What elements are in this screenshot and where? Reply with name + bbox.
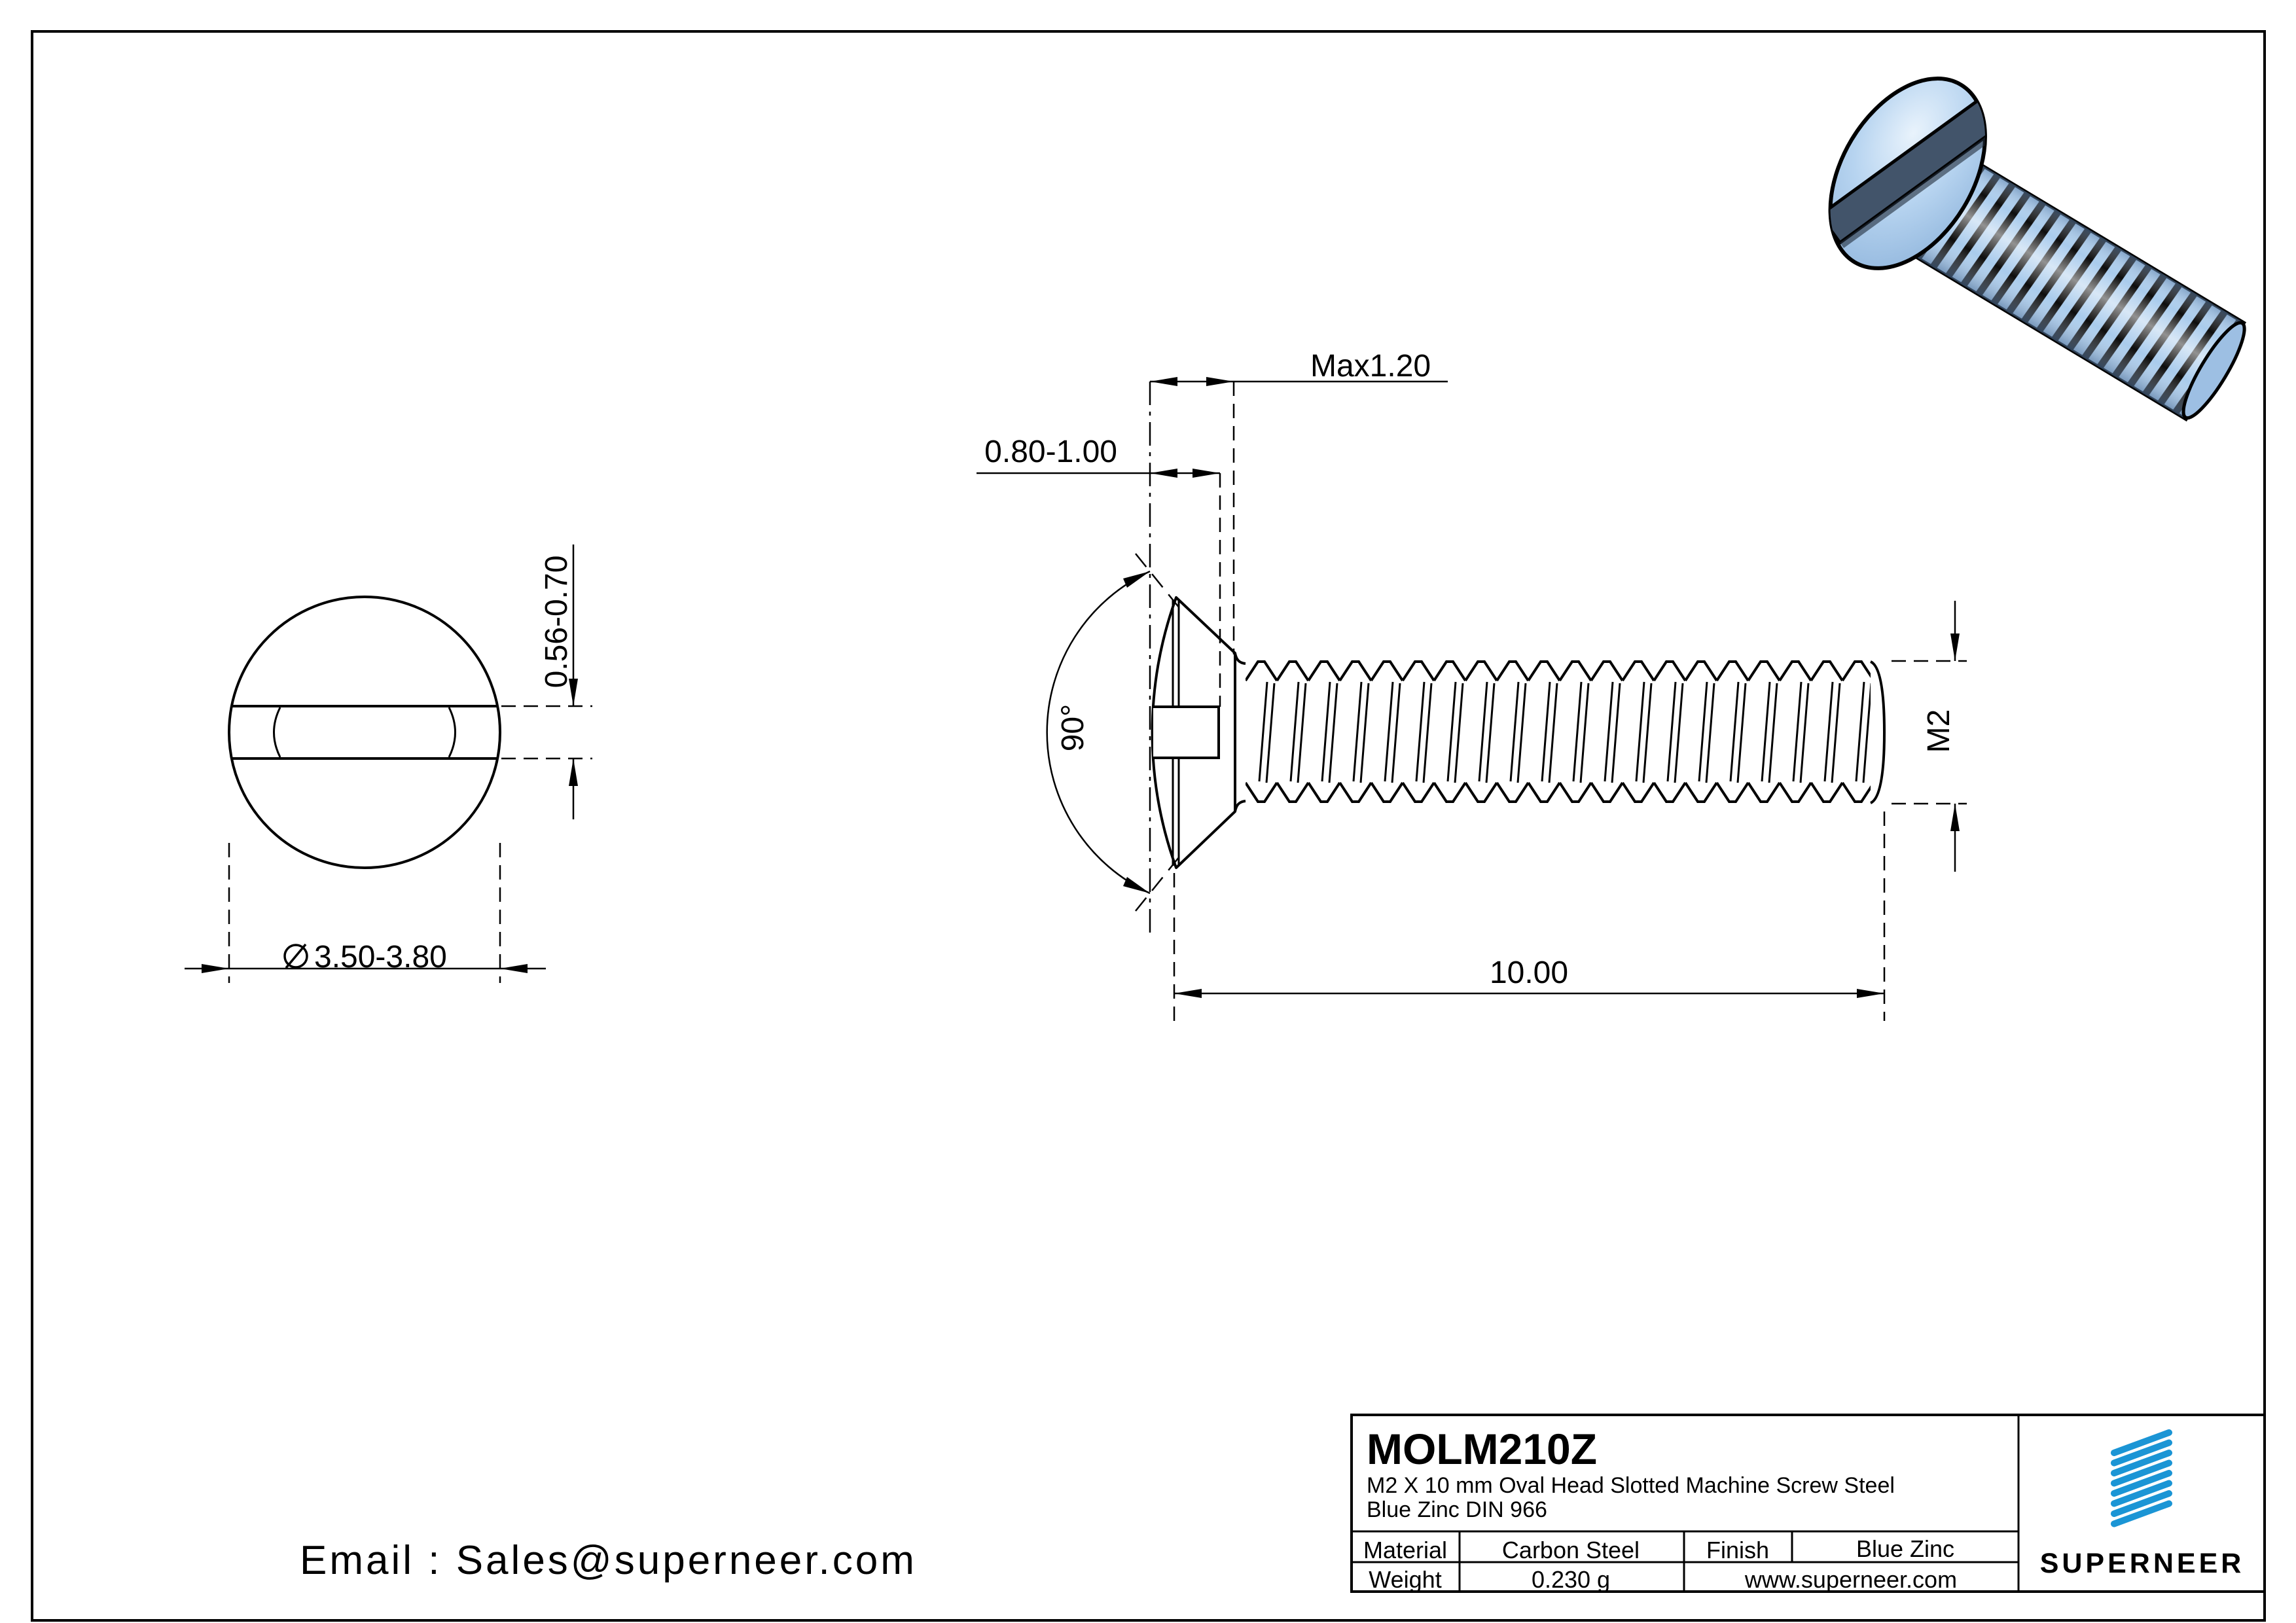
head-height-dimension: Max1.20 xyxy=(1150,349,1448,386)
material-value: Carbon Steel xyxy=(1502,1537,1640,1563)
side-view: Max1.20 0.80-1.00 90° M2 xyxy=(977,349,1967,1021)
length-dimension: 10.00 xyxy=(1173,812,1886,1021)
angle-label: 90° xyxy=(1056,704,1090,752)
screw-3d-render xyxy=(1818,77,2247,422)
thread-section xyxy=(1246,660,1878,804)
diameter-dimension: 3.50-3.80 xyxy=(185,843,546,983)
superneer-logo-icon xyxy=(2111,1429,2172,1527)
brand-name: SUPERNEER xyxy=(2040,1548,2245,1579)
thread-size-dimension: M2 xyxy=(1892,601,1967,872)
dome-height-dimension: 0.80-1.00 xyxy=(977,435,1220,478)
finish-value: Blue Zinc xyxy=(1856,1535,1954,1562)
length-label: 10.00 xyxy=(1490,955,1568,990)
website-link[interactable]: www.superneer.com xyxy=(1744,1566,1957,1593)
description-line2: Blue Zinc DIN 966 xyxy=(1367,1497,1547,1522)
dome-height-label: 0.80-1.00 xyxy=(984,435,1117,469)
title-block: MOLM210Z M2 X 10 mm Oval Head Slotted Ma… xyxy=(1350,1414,2266,1593)
part-number: MOLM210Z xyxy=(1367,1425,1597,1473)
thread-end-chamfer xyxy=(1869,660,1886,804)
weight-value: 0.230 g xyxy=(1532,1566,1610,1593)
email-line: Email : Sales@superneer.com xyxy=(300,1538,917,1583)
thread-size-label: M2 xyxy=(1922,709,1956,753)
diameter-label: 3.50-3.80 xyxy=(314,940,447,974)
slot-floor-arc-right xyxy=(448,707,456,758)
slot-width-dimension: 0.56-0.70 xyxy=(501,544,592,819)
head-circle xyxy=(228,596,501,869)
diameter-symbol-icon xyxy=(283,943,308,969)
screw-3d-tip xyxy=(2181,321,2246,420)
slot-floor-arc-left xyxy=(273,707,281,758)
page-frame xyxy=(31,30,2266,1622)
material-label: Material xyxy=(1363,1537,1447,1563)
slot-width-label: 0.56-0.70 xyxy=(539,556,574,688)
weight-label: Weight xyxy=(1369,1566,1441,1593)
slot-depth-notch xyxy=(1153,705,1220,759)
angle-dimension: 90° xyxy=(1046,553,1183,912)
front-view: 0.56-0.70 3.50-3.80 xyxy=(185,544,592,983)
description-line1: M2 X 10 mm Oval Head Slotted Machine Scr… xyxy=(1367,1473,1895,1498)
head-height-label: Max1.20 xyxy=(1310,349,1431,383)
finish-label: Finish xyxy=(1706,1537,1769,1563)
